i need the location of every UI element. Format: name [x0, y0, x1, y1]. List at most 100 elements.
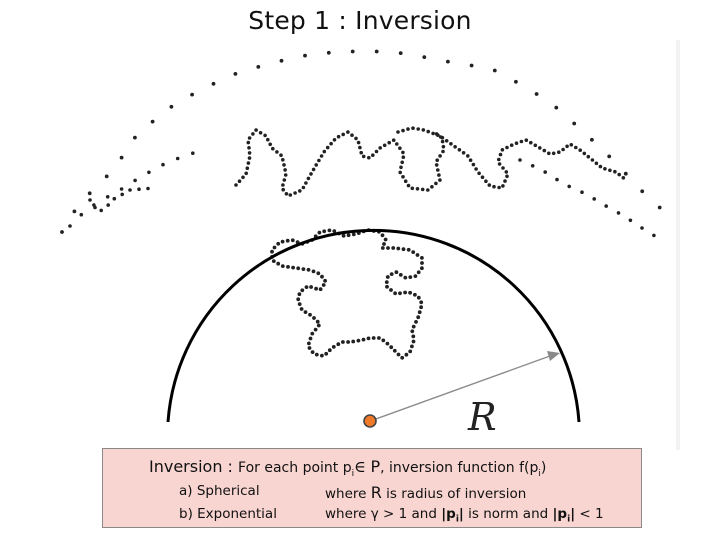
point-dot [431, 131, 435, 136]
point-dot [567, 184, 571, 189]
inverted-point-cloud [60, 49, 662, 238]
subscript-i-2: i [538, 468, 541, 479]
point-dot [420, 261, 424, 265]
point-dot [414, 320, 418, 324]
point-dot [380, 246, 385, 250]
gamma-condition: where γ > 1 and [325, 506, 442, 522]
point-dot [275, 150, 279, 154]
point-dot [392, 348, 397, 353]
point-dot [282, 163, 286, 167]
point-dot [590, 158, 595, 162]
point-dot [276, 261, 281, 266]
point-set-P: P [370, 457, 381, 476]
point-dot [312, 316, 316, 320]
point-dot [270, 249, 274, 254]
point-dot [282, 178, 287, 182]
point-dot [256, 65, 261, 69]
point-dot [327, 348, 332, 353]
point-dot [400, 355, 405, 360]
point-dot [341, 233, 346, 238]
point-dot [323, 278, 327, 283]
element-of-symbol: ∈ [354, 457, 366, 476]
point-dot [386, 246, 390, 250]
point-dot [598, 164, 603, 169]
point-dot [314, 286, 318, 291]
where-text: where [325, 486, 367, 502]
point-dot [283, 168, 287, 172]
point-dot [309, 172, 313, 176]
point-dot [300, 288, 305, 293]
point-dot [79, 212, 84, 217]
point-dot [466, 154, 470, 158]
point-dot [190, 92, 195, 97]
point-dot [401, 150, 405, 155]
point-dot [350, 133, 354, 137]
norm-close-2: | [570, 506, 576, 522]
point-dot [371, 336, 376, 340]
norm-subscript-2: i [567, 514, 571, 525]
point-dot [105, 195, 110, 199]
point-dot [498, 152, 503, 157]
point-dot [88, 198, 92, 202]
point-dot [293, 191, 297, 195]
point-dot [161, 162, 165, 167]
point-dot [436, 133, 440, 137]
point-dot [336, 134, 341, 139]
point-dot [351, 339, 356, 344]
point-dot [311, 167, 316, 172]
point-dot [147, 170, 151, 175]
point-dot [276, 241, 281, 246]
point-dot [319, 154, 324, 158]
point-dot [608, 168, 612, 173]
point-dot [613, 169, 617, 174]
point-dot [416, 270, 421, 275]
inversion-function-text: , inversion function f(p [380, 460, 539, 476]
point-dot [420, 266, 424, 271]
point-dot [617, 172, 621, 177]
point-dot [354, 136, 358, 141]
point-dot [497, 185, 501, 190]
point-dot [301, 185, 306, 190]
point-dot [285, 238, 290, 243]
point-dot [403, 275, 408, 280]
point-dot [371, 153, 375, 157]
point-dot [307, 341, 311, 346]
point-dot [436, 168, 440, 172]
point-dot [133, 135, 137, 140]
point-dot [417, 310, 422, 315]
point-dot [306, 176, 311, 181]
point-dot [514, 79, 518, 84]
point-dot [296, 297, 301, 302]
point-dot [480, 175, 485, 179]
point-dot [281, 158, 285, 162]
original-point-cloud [270, 228, 424, 360]
point-dot [279, 153, 283, 157]
point-dot [509, 143, 514, 147]
point-dot [280, 264, 285, 268]
point-dot [420, 187, 425, 192]
point-dot [469, 63, 474, 68]
point-dot [191, 151, 195, 155]
point-dot [315, 319, 320, 324]
point-dot [175, 156, 180, 161]
point-dot [394, 270, 399, 275]
point-dot [119, 187, 124, 191]
point-dot [621, 176, 626, 180]
point-dot [533, 143, 538, 148]
point-dot [505, 174, 509, 179]
point-dot [119, 155, 124, 160]
point-dot [104, 174, 109, 179]
point-dot [438, 154, 442, 158]
point-dot [316, 271, 321, 276]
point-dot [288, 193, 293, 197]
point-dot [529, 140, 533, 145]
point-dot [247, 146, 251, 150]
point-dot [534, 92, 539, 96]
point-dot [380, 233, 385, 238]
point-dot [410, 329, 415, 334]
point-dot [385, 341, 390, 346]
point-dot [543, 170, 547, 174]
point-dot [99, 208, 103, 213]
radius-arrow-line [372, 355, 551, 421]
point-dot [416, 127, 421, 131]
